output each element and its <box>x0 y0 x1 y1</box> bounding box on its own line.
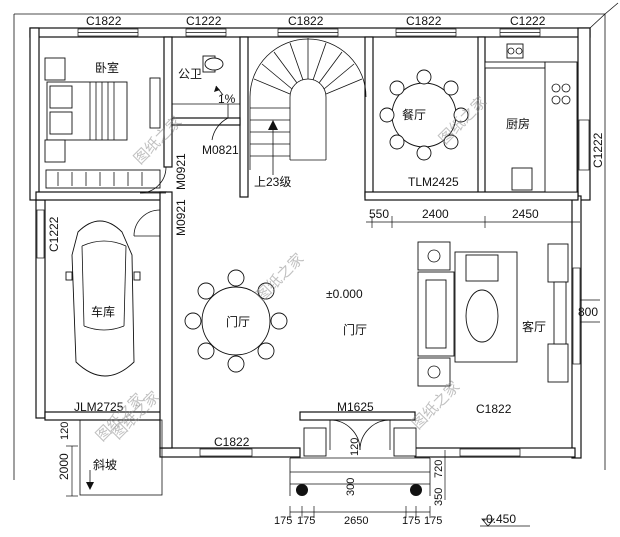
window-code-garage: C1222 <box>47 216 61 252</box>
window-code-top-3: C1822 <box>288 14 324 28</box>
windows-side <box>36 119 590 457</box>
dim-2650: 2650 <box>344 515 368 527</box>
windows-top <box>77 28 541 37</box>
room-label-public-toilet: 公卫 <box>178 67 202 81</box>
stair-up-label: 上23级 <box>254 175 291 189</box>
floor-slope-label: 1% <box>218 92 236 106</box>
dim-175-b: 175 <box>297 515 315 527</box>
door-code-garage: JLM2725 <box>74 400 124 414</box>
dim-350: 350 <box>433 488 445 506</box>
window-code-bottom-right: C1822 <box>476 402 512 416</box>
toilet-fixtures <box>139 55 240 194</box>
door-code-foyer-side: M0921 <box>174 199 188 236</box>
room-label-kitchen: 厨房 <box>506 116 530 131</box>
window-code-top-2: C1222 <box>186 14 222 28</box>
dim-120-left: 120 <box>59 422 71 440</box>
room-label-dining: 餐厅 <box>402 107 426 122</box>
dimension-lines <box>66 216 600 527</box>
dim-175-c: 175 <box>402 515 420 527</box>
foyer-table-round <box>184 269 288 373</box>
foyer-side-door <box>133 209 161 237</box>
room-label-living: 客厅 <box>522 319 546 334</box>
dim-720: 720 <box>433 460 445 478</box>
door-code-toilet-side: M0921 <box>174 153 188 190</box>
room-label-garage: 车库 <box>91 304 115 319</box>
entry-porch <box>289 457 431 496</box>
elevation-main: ±0.000 <box>326 287 363 301</box>
door-code-toilet: M0821 <box>202 143 239 157</box>
living-sofa-set <box>417 241 569 387</box>
elevation-outside: -0.450 <box>482 512 516 526</box>
dim-175-a: 175 <box>274 515 292 527</box>
room-label-bedroom: 卧室 <box>95 60 119 75</box>
garage-ramp <box>79 419 163 496</box>
room-label-foyer-left: 门厅 <box>226 314 250 329</box>
room-label-foyer-center: 门厅 <box>343 322 367 337</box>
window-code-top-4: C1822 <box>406 14 442 28</box>
door-code-dining: TLM2425 <box>408 175 459 189</box>
ramp-label: 斜坡 <box>93 458 117 472</box>
bedroom-bed <box>44 57 161 189</box>
dim-2000: 2000 <box>57 453 71 480</box>
staircase <box>249 38 367 175</box>
door-code-main: M1625 <box>337 400 374 414</box>
dining-table-round <box>379 69 469 161</box>
window-code-top-1: C1822 <box>86 14 122 28</box>
window-code-top-5: C1222 <box>510 14 546 28</box>
dim-550: 550 <box>369 207 389 221</box>
garage-car <box>65 220 141 377</box>
dim-800: 800 <box>578 305 598 319</box>
interior-walls <box>35 36 579 449</box>
dim-175-d: 175 <box>424 515 442 527</box>
kitchen-counter <box>484 43 578 193</box>
main-entry-door <box>303 419 417 457</box>
opening-codes: C1822 C1222 C1822 C1822 C1222 C1222 C122… <box>47 14 605 449</box>
watermark-3: 图纸之家 <box>253 250 307 304</box>
site-boundary <box>13 2 619 480</box>
window-code-bottom-left: C1822 <box>214 435 250 449</box>
window-code-kitchen: C1222 <box>591 132 605 168</box>
dim-2400: 2400 <box>422 207 449 221</box>
dim-120-entry: 120 <box>349 438 361 456</box>
dim-2450: 2450 <box>512 207 539 221</box>
watermark-4: 图纸之家 <box>409 378 463 432</box>
dim-300: 300 <box>345 478 357 496</box>
